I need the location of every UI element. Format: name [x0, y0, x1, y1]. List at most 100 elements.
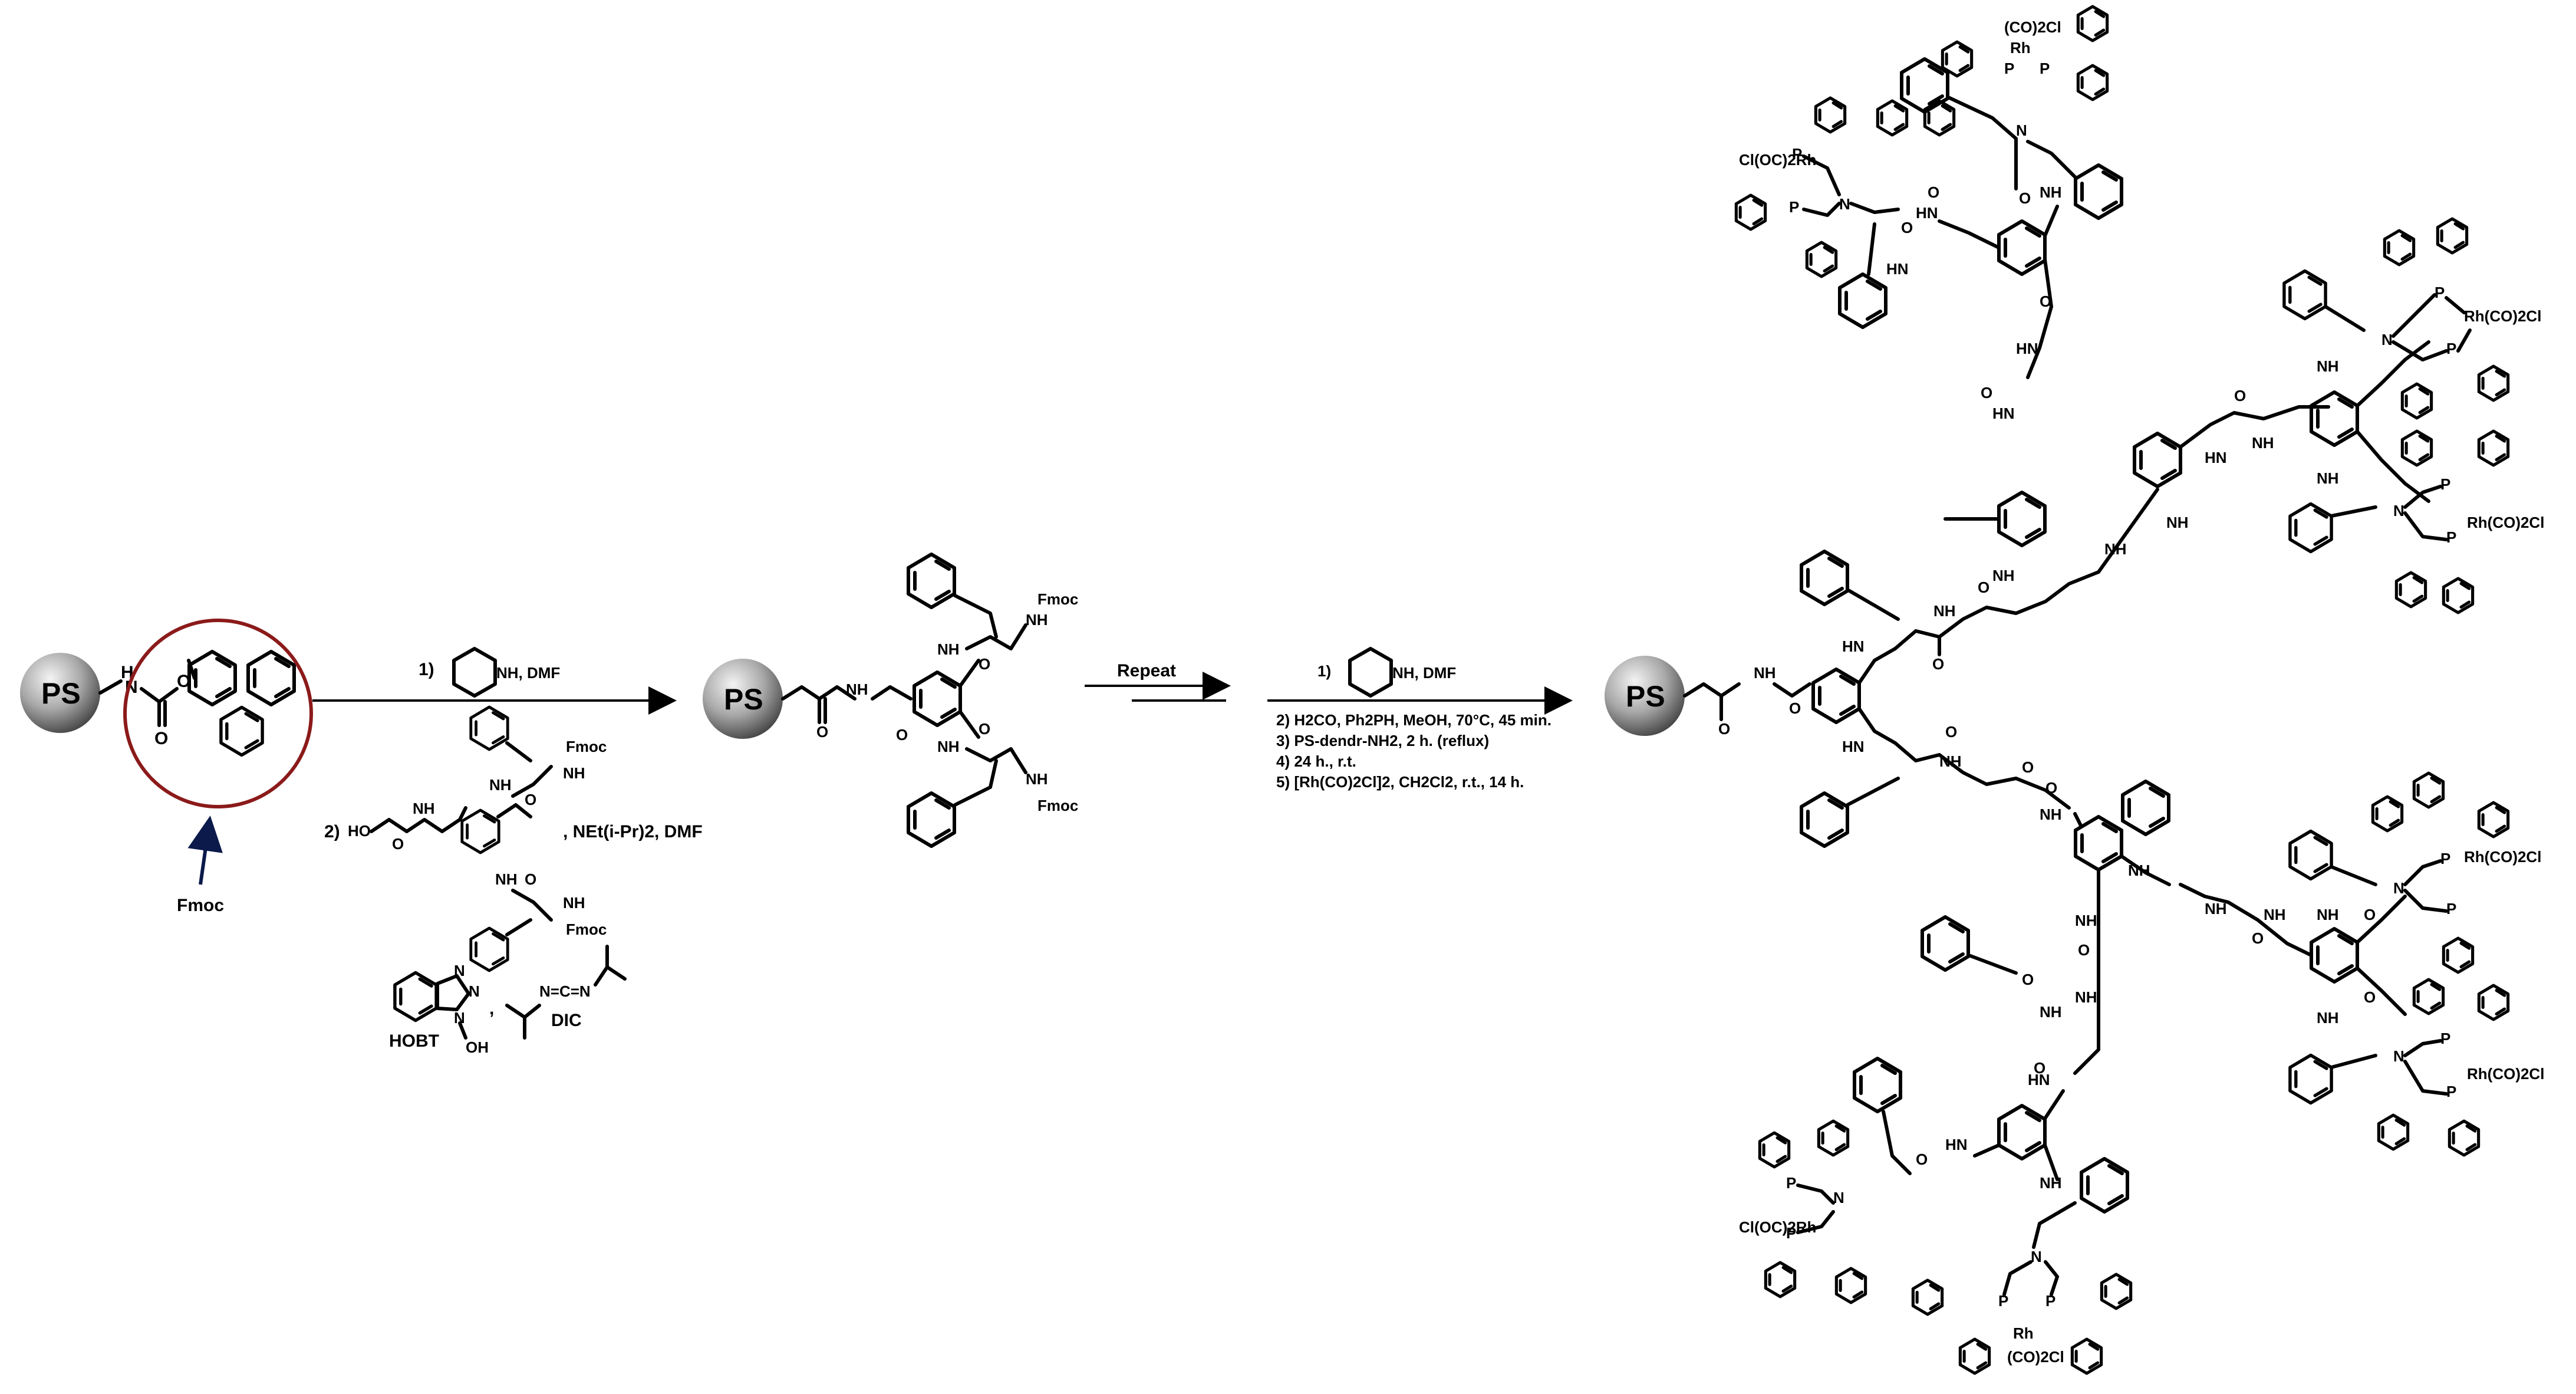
- atom-n-top: N: [2016, 121, 2027, 139]
- atom-n-lr2: N: [2393, 1047, 2404, 1065]
- svg-text:O: O: [1928, 183, 1939, 201]
- svg-text:O: O: [1789, 699, 1801, 717]
- svg-text:NH: NH: [2317, 906, 2339, 923]
- atom-n-tl: N: [1839, 195, 1850, 213]
- hobt-label: HOBT: [389, 1031, 439, 1051]
- atom-n-ur2: N: [2393, 502, 2404, 520]
- atom-p-top-b: P: [2040, 60, 2050, 77]
- svg-text:O: O: [2022, 758, 2034, 776]
- step2-hooc: HO: [348, 822, 371, 840]
- atom-p-ll-b: P: [1786, 1224, 1796, 1242]
- svg-text:N: N: [454, 962, 465, 979]
- svg-text:O: O: [177, 672, 190, 691]
- svg-text:NH: NH: [937, 640, 960, 658]
- svg-text:NH: NH: [2317, 1009, 2339, 1027]
- svg-text:N: N: [454, 1009, 465, 1027]
- svg-text:HN: HN: [2028, 1071, 2050, 1089]
- repeat-cond-3: 3) PS-dendr-NH2, 2 h. (reflux): [1276, 732, 1489, 749]
- svg-text:NH: NH: [1026, 770, 1048, 788]
- svg-text:O: O: [2364, 906, 2376, 923]
- svg-text:HN: HN: [1992, 405, 2015, 422]
- fmoc-label: Fmoc: [177, 896, 224, 915]
- svg-text:O: O: [525, 870, 536, 888]
- svg-text:O: O: [154, 729, 168, 748]
- rh-label-bottom-rh: Rh: [2013, 1324, 2034, 1342]
- svg-text:O: O: [1978, 578, 1989, 596]
- svg-text:NH: NH: [2075, 912, 2097, 929]
- intermediate-fmoc-top: Fmoc: [1037, 590, 1078, 608]
- resin-label-start: PS: [41, 677, 81, 710]
- svg-text:NH: NH: [413, 800, 435, 817]
- repeat-label: Repeat: [1117, 661, 1176, 680]
- svg-text:NH: NH: [2317, 469, 2339, 487]
- svg-text:NH: NH: [2040, 1003, 2062, 1021]
- intermediate-nh: NH: [846, 680, 868, 698]
- svg-text:NH: NH: [1939, 752, 1962, 770]
- svg-text:NH: NH: [2205, 900, 2227, 918]
- atom-p-lr1a: P: [2440, 850, 2450, 867]
- fmoc-pointer-arrow: [187, 816, 223, 885]
- svg-text:O: O: [979, 720, 990, 738]
- svg-text:HN: HN: [1842, 738, 1865, 755]
- svg-text:Fmoc: Fmoc: [566, 738, 607, 755]
- svg-text:HN: HN: [2205, 449, 2227, 466]
- svg-text:NH: NH: [2166, 514, 2189, 531]
- hobt-structure: N N N OH HOBT: [389, 962, 489, 1056]
- atom-p-top-a: P: [2004, 60, 2014, 77]
- atom-p-tl-a: P: [1792, 145, 1802, 163]
- svg-text:N=C=N: N=C=N: [539, 982, 591, 1000]
- step2-number: 2): [324, 822, 340, 841]
- svg-text:NH: NH: [2040, 1174, 2062, 1192]
- step-one-arrow-group: 1) NH, DMF 2) HO NH O NH NH O Fmoc NH O …: [312, 647, 703, 1056]
- svg-text:NH: NH: [1026, 611, 1048, 629]
- svg-text:NH: NH: [495, 870, 518, 888]
- fmoc-highlight-circle: [123, 619, 313, 808]
- svg-text:O: O: [1718, 720, 1730, 738]
- svg-text:O: O: [2045, 779, 2057, 797]
- svg-text:O: O: [1916, 1150, 1928, 1168]
- reagent-separator: ,: [489, 999, 494, 1018]
- resin-sphere-product: [1605, 656, 1685, 736]
- atom-p-tl-b: P: [1789, 198, 1799, 216]
- resin-label-intermediate: PS: [724, 683, 763, 716]
- svg-text:O: O: [2022, 971, 2034, 988]
- svg-text:Fmoc: Fmoc: [566, 920, 607, 938]
- svg-text:O: O: [2034, 1059, 2045, 1077]
- rh-label-lr1: Rh(CO)2Cl: [2464, 848, 2541, 866]
- svg-text:O: O: [1932, 655, 1944, 673]
- svg-text:O: O: [392, 835, 404, 853]
- atom-n-lr1: N: [2393, 879, 2404, 897]
- piperidine-icon-2: [1348, 647, 1393, 698]
- svg-text:HN: HN: [1945, 1136, 1968, 1153]
- atom-p-ur2a: P: [2440, 475, 2450, 493]
- svg-text:HN: HN: [1916, 204, 1938, 222]
- atom-p-lr1b: P: [2446, 900, 2456, 918]
- svg-text:NH: NH: [1992, 567, 2015, 584]
- repeat-cond-1b: NH, DMF: [1392, 664, 1456, 682]
- atom-p-bottom-b: P: [2045, 1292, 2055, 1310]
- rh-label-bottom-co: (CO)2Cl: [2007, 1348, 2064, 1366]
- svg-text:NH: NH: [2128, 862, 2150, 879]
- atom-n-ll: N: [1833, 1189, 1844, 1206]
- intermediate: PS O NH O NH NH O O NH Fmoc NH Fmoc: [703, 554, 1078, 846]
- rh-label-ur1: Rh(CO)2Cl: [2464, 307, 2541, 325]
- repeat-cond-2: 2) H2CO, Ph2PH, MeOH, 70°C, 45 min.: [1276, 711, 1551, 729]
- svg-text:HN: HN: [1886, 260, 1909, 278]
- atom-p-ll-a: P: [1786, 1174, 1796, 1192]
- product-dendrimer: PS O NH O HN HN O NH O NH NH NH HN O NH: [1605, 6, 2544, 1373]
- svg-text:O: O: [1901, 219, 1913, 236]
- svg-text:O: O: [2040, 292, 2051, 310]
- svg-text:O: O: [2234, 387, 2246, 405]
- atom-n-bottom: N: [2031, 1248, 2042, 1265]
- svg-text:O: O: [896, 726, 908, 744]
- step2-base: , NEt(i-Pr)2, DMF: [563, 822, 703, 841]
- rh-label-tl: Cl(OC)2Rh: [1739, 151, 1816, 169]
- svg-text:NH: NH: [563, 764, 585, 782]
- svg-text:NH: NH: [937, 738, 960, 755]
- rh-label-lr2: Rh(CO)2Cl: [2467, 1065, 2544, 1083]
- dic-structure: N=C=N DIC: [505, 945, 627, 1040]
- svg-text:O: O: [2078, 941, 2090, 959]
- svg-text:NH: NH: [563, 894, 585, 912]
- svg-text:NH: NH: [2252, 434, 2274, 452]
